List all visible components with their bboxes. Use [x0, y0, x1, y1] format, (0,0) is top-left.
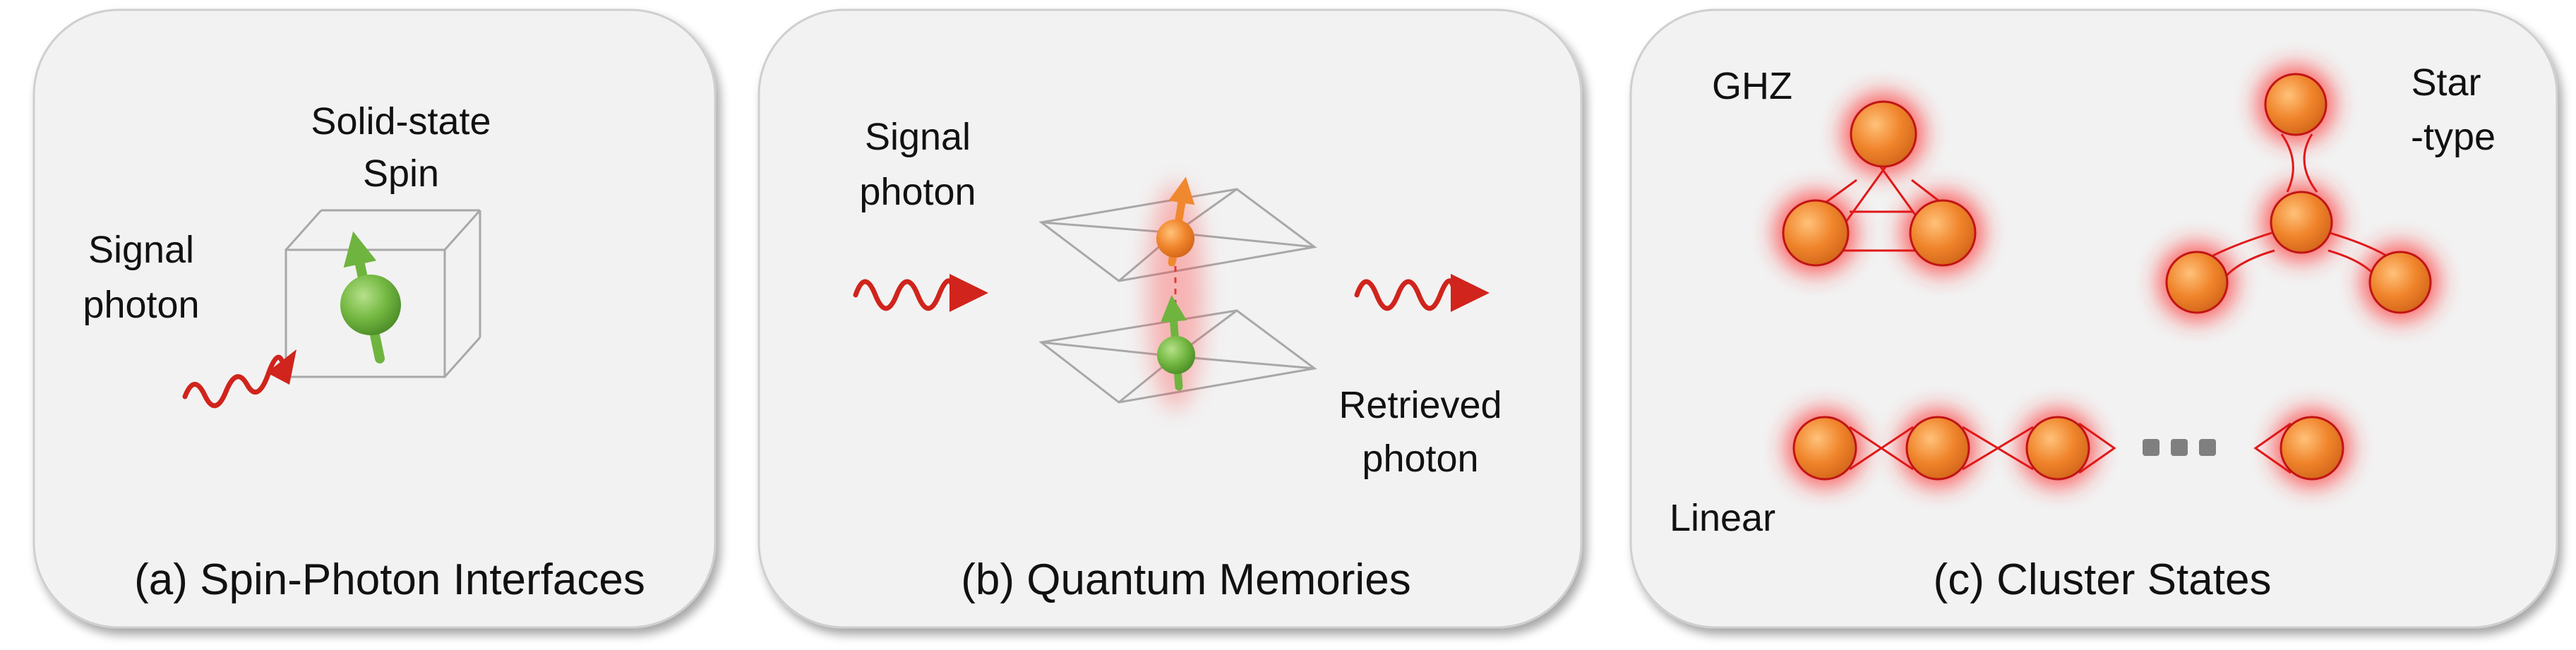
- upper-spin-sphere-icon: [1156, 219, 1194, 258]
- ellipsis-dots-icon: [2143, 439, 2216, 456]
- panel-b-caption: (b) Quantum Memories: [961, 555, 1410, 604]
- panel-quantum-memories: Signal photon: [757, 8, 1583, 629]
- signal-photon-wave-icon: [182, 349, 296, 409]
- qubit-node: [2264, 73, 2328, 136]
- signal-photon-label-line1: Signal: [865, 116, 971, 158]
- linear-cluster-diagram: [1786, 409, 2351, 487]
- qubit-node: [1905, 416, 1970, 481]
- solid-state-label-line2: Spin: [363, 152, 439, 195]
- solid-state-label-line1: Solid-state: [311, 100, 491, 143]
- qubit-node: [1782, 199, 1850, 267]
- lower-spin-sphere-icon: [1157, 336, 1195, 374]
- panel-c-caption: (c) Cluster States: [1934, 555, 2272, 604]
- retrieved-photon-label-line1: Retrieved: [1338, 384, 1502, 426]
- qubit-node: [2165, 251, 2229, 314]
- signal-photon-label-line2: photon: [859, 171, 976, 213]
- signal-photon-label-line1: Signal: [88, 229, 194, 271]
- panel-a-caption: (a) Spin-Photon Interfaces: [134, 555, 645, 604]
- qubit-node: [2368, 251, 2432, 314]
- qubit-node: [1909, 199, 1977, 267]
- panel-spin-photon-interfaces: Solid-state Spin Signal photon (a) Spin-…: [32, 8, 717, 629]
- qubit-node: [2025, 416, 2090, 481]
- qubit-node: [1850, 100, 1917, 168]
- ghz-state-diagram: [1775, 93, 1984, 274]
- star-type-label-line2: -type: [2411, 116, 2496, 158]
- retrieved-photon-wave-icon: [1354, 274, 1490, 312]
- qubit-node: [1792, 416, 1857, 481]
- signal-photon-label-line2: photon: [83, 284, 199, 326]
- qubit-node: [2270, 191, 2333, 254]
- spin-sphere-icon: [340, 275, 401, 335]
- linear-label: Linear: [1670, 497, 1775, 539]
- qubit-node: [2280, 416, 2344, 481]
- star-type-label-line1: Star: [2411, 61, 2481, 104]
- star-type-state-diagram: [2158, 66, 2439, 321]
- signal-photon-wave-icon: [853, 274, 988, 312]
- panel-cluster-states: GHZ Star -type Linear: [1629, 8, 2558, 629]
- retrieved-photon-label-line2: photon: [1362, 438, 1478, 480]
- ghz-label: GHZ: [1712, 65, 1792, 107]
